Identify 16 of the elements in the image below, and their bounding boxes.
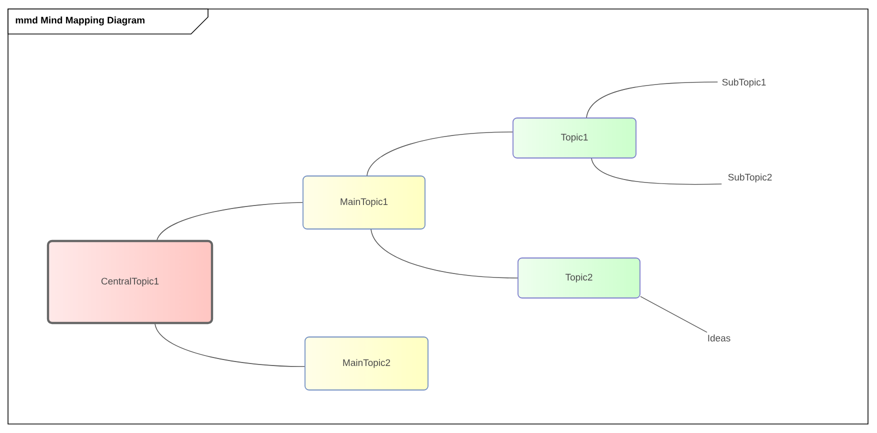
branch-line [591, 158, 722, 185]
subtopic-text: SubTopic2 [728, 174, 772, 182]
subtopic-text: SubTopic1 [722, 78, 766, 88]
branch-line [640, 296, 708, 333]
branch-line [156, 202, 303, 240]
main-topic-box: MainTopic2 [304, 336, 428, 390]
central-topic-box: CentralTopic1 [46, 240, 214, 324]
diagram-title: mmd Mind Mapping Diagram [16, 16, 144, 26]
topic-box: Topic1 [512, 118, 636, 158]
branch-line [154, 324, 305, 367]
subtopic-text: Ideas [708, 334, 730, 342]
branch-line [370, 229, 518, 278]
topic-box: Topic2 [518, 258, 640, 298]
branch-line [586, 82, 718, 118]
main-topic-box: MainTopic1 [302, 176, 426, 230]
branch-line [366, 132, 513, 176]
